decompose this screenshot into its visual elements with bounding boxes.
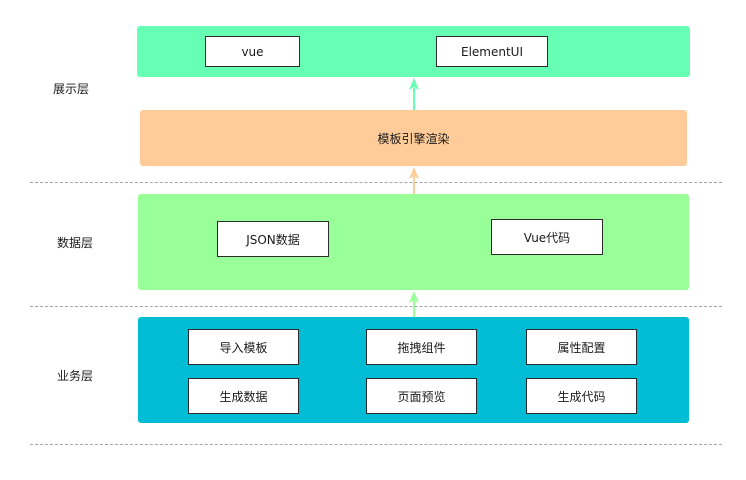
vue-code-node: Vue代码 — [491, 219, 603, 255]
presentation-layer-label: 展示层 — [53, 82, 90, 96]
arrow-data-to-render — [409, 167, 419, 194]
template-render-label: 模板引擎渲染 — [377, 131, 450, 146]
property-config-node: 属性配置 — [526, 329, 637, 365]
generate-code-node: 生成代码 — [526, 378, 637, 414]
vue-node: vue — [205, 36, 300, 67]
divider-bottom — [30, 444, 722, 445]
arrow-render-to-presentation — [409, 78, 419, 110]
import-template-node: 导入模板 — [188, 329, 299, 365]
generate-data-node: 生成数据 — [188, 378, 299, 414]
json-data-node: JSON数据 — [217, 221, 329, 257]
divider-data-business — [30, 306, 722, 307]
business-layer-label: 业务层 — [57, 369, 94, 383]
page-preview-node: 页面预览 — [366, 378, 477, 414]
drag-component-node: 拖拽组件 — [366, 329, 477, 365]
template-render-band — [140, 110, 687, 166]
arrow-business-to-data — [409, 291, 419, 317]
elementui-node: ElementUI — [436, 36, 548, 67]
data-layer-label: 数据层 — [57, 236, 94, 250]
divider-presentation-data — [30, 182, 722, 183]
